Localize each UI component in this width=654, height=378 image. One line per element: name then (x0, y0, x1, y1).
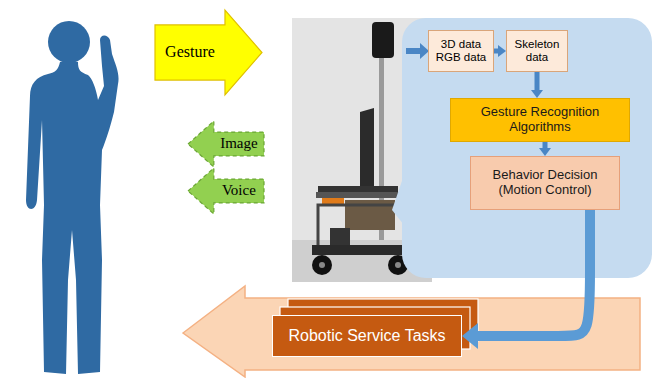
node-label: Gesture Recognition Algorithms (457, 105, 623, 135)
panel-pointer (392, 175, 404, 225)
robot-camera (372, 22, 394, 58)
robot-wheel (312, 255, 332, 275)
node-label: Gesture (165, 43, 215, 61)
arrow-shape (188, 121, 264, 167)
data-box: Skeleton data (506, 30, 568, 72)
person-silhouette (26, 21, 119, 374)
feedback-arrow: Image (188, 121, 264, 167)
node-label: 3D data RGB data (433, 38, 489, 64)
flow-arrow (535, 72, 540, 90)
robot-motor (330, 228, 350, 246)
node-label: Skeleton data (511, 38, 563, 64)
robot-tray (316, 192, 406, 198)
laptop-screen (360, 108, 374, 190)
person-body (26, 36, 119, 375)
task-layer (280, 307, 470, 349)
flow-arrow (478, 210, 590, 336)
wheel-hub (395, 262, 401, 268)
arrow-shape (155, 10, 262, 95)
feedback-arrow: Voice (188, 168, 264, 214)
task-box: Robotic Service Tasks (272, 315, 462, 357)
robot-base (312, 245, 410, 255)
node-label: Voice (222, 182, 256, 199)
wheel-hub (319, 262, 325, 268)
node-label: Image (220, 135, 257, 152)
flow-arrow (494, 49, 498, 54)
process-box: Gesture Recognition Algorithms (450, 98, 630, 142)
node-label: Behavior Decision (Motion Control) (477, 168, 613, 198)
data-box: 3D data RGB data (428, 30, 494, 72)
laptop-base (318, 186, 398, 192)
process-box: Behavior Decision (Motion Control) (470, 156, 620, 210)
arrow-shape (188, 168, 264, 214)
person-head (48, 21, 90, 63)
panel-bubble (402, 18, 652, 278)
robot-frame (318, 205, 404, 250)
processing-panel (392, 18, 652, 278)
flow-arrow (543, 142, 548, 148)
input-arrow (406, 43, 429, 59)
gesture-arrow: Gesture (155, 10, 262, 95)
node-label: Robotic Service Tasks (288, 327, 445, 345)
